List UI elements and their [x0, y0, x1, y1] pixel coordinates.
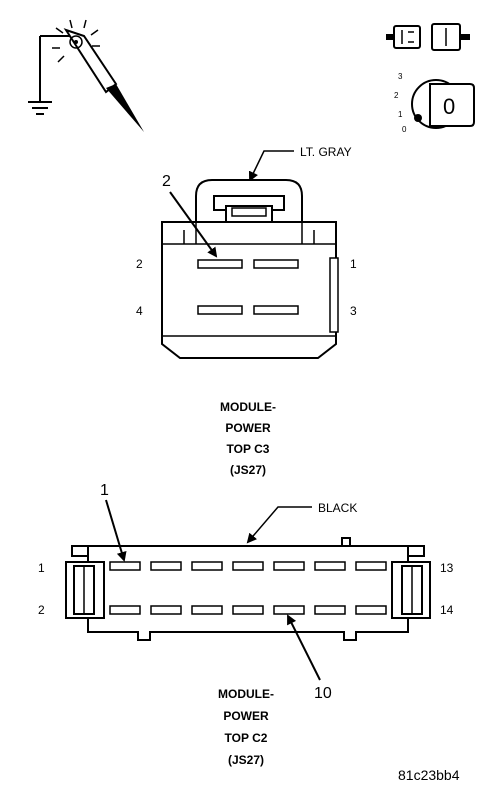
c3-terminal-2 — [197, 259, 243, 269]
c3-title-line-1: MODULE- — [220, 400, 276, 414]
c3-terminal-4 — [197, 305, 243, 315]
ignition-position-1: 1 — [398, 110, 403, 119]
ignition-position-0: 0 — [402, 125, 407, 134]
c2-terminal-row-top — [109, 561, 387, 571]
c3-pin-label-4: 4 — [136, 304, 143, 318]
c3-callout-pin: 2 — [162, 173, 171, 190]
c2-title-line-4: (JS27) — [228, 753, 264, 767]
c2-callout-top: 1 — [100, 482, 109, 499]
c2-pin-label-1: 1 — [38, 561, 45, 575]
c2-title-line-1: MODULE- — [218, 687, 274, 701]
c2-color-label: BLACK — [318, 501, 357, 515]
c3-terminal-3 — [253, 305, 299, 315]
c3-pin-label-1: 1 — [350, 257, 357, 271]
connector-disconnect-icon — [386, 23, 470, 51]
ignition-position-3: 3 — [398, 72, 403, 81]
connector-c3: LT. GRAY 2 1 4 3 2 MODULE- POWER — [136, 145, 357, 477]
c3-pin-label-2: 2 — [136, 257, 143, 271]
c2-title-line-3: TOP C2 — [225, 731, 268, 745]
c2-title-line-2: POWER — [223, 709, 269, 723]
c3-title-line-4: (JS27) — [230, 463, 266, 477]
c3-title-line-2: POWER — [225, 421, 271, 435]
c2-callout-top-arrow — [105, 499, 127, 562]
c3-title-line-3: TOP C3 — [227, 442, 270, 456]
c3-color-leader — [248, 150, 294, 182]
c2-callout-bottom: 10 — [314, 685, 332, 702]
c2-terminal-row-bottom — [109, 605, 387, 615]
c3-terminal-1 — [253, 259, 299, 269]
ignition-key-off-icon: 3 2 1 0 0 — [394, 72, 475, 134]
c2-color-leader — [246, 506, 312, 544]
ignition-position-2: 2 — [394, 91, 399, 100]
ignition-key-label: 0 — [443, 94, 455, 119]
c2-pin-label-13: 13 — [440, 561, 454, 575]
c3-color-label: LT. GRAY — [300, 145, 352, 159]
c2-pin-label-2: 2 — [38, 603, 45, 617]
c3-callout-arrow — [169, 191, 218, 258]
c2-callout-bottom-arrow — [287, 614, 321, 681]
figure-code: 81c23bb4 — [398, 767, 460, 783]
c3-pin-label-3: 3 — [350, 304, 357, 318]
connector-c2: BLACK — [38, 482, 454, 767]
test-probe-ground-icon — [28, 19, 144, 132]
c2-pin-label-14: 14 — [440, 603, 454, 617]
